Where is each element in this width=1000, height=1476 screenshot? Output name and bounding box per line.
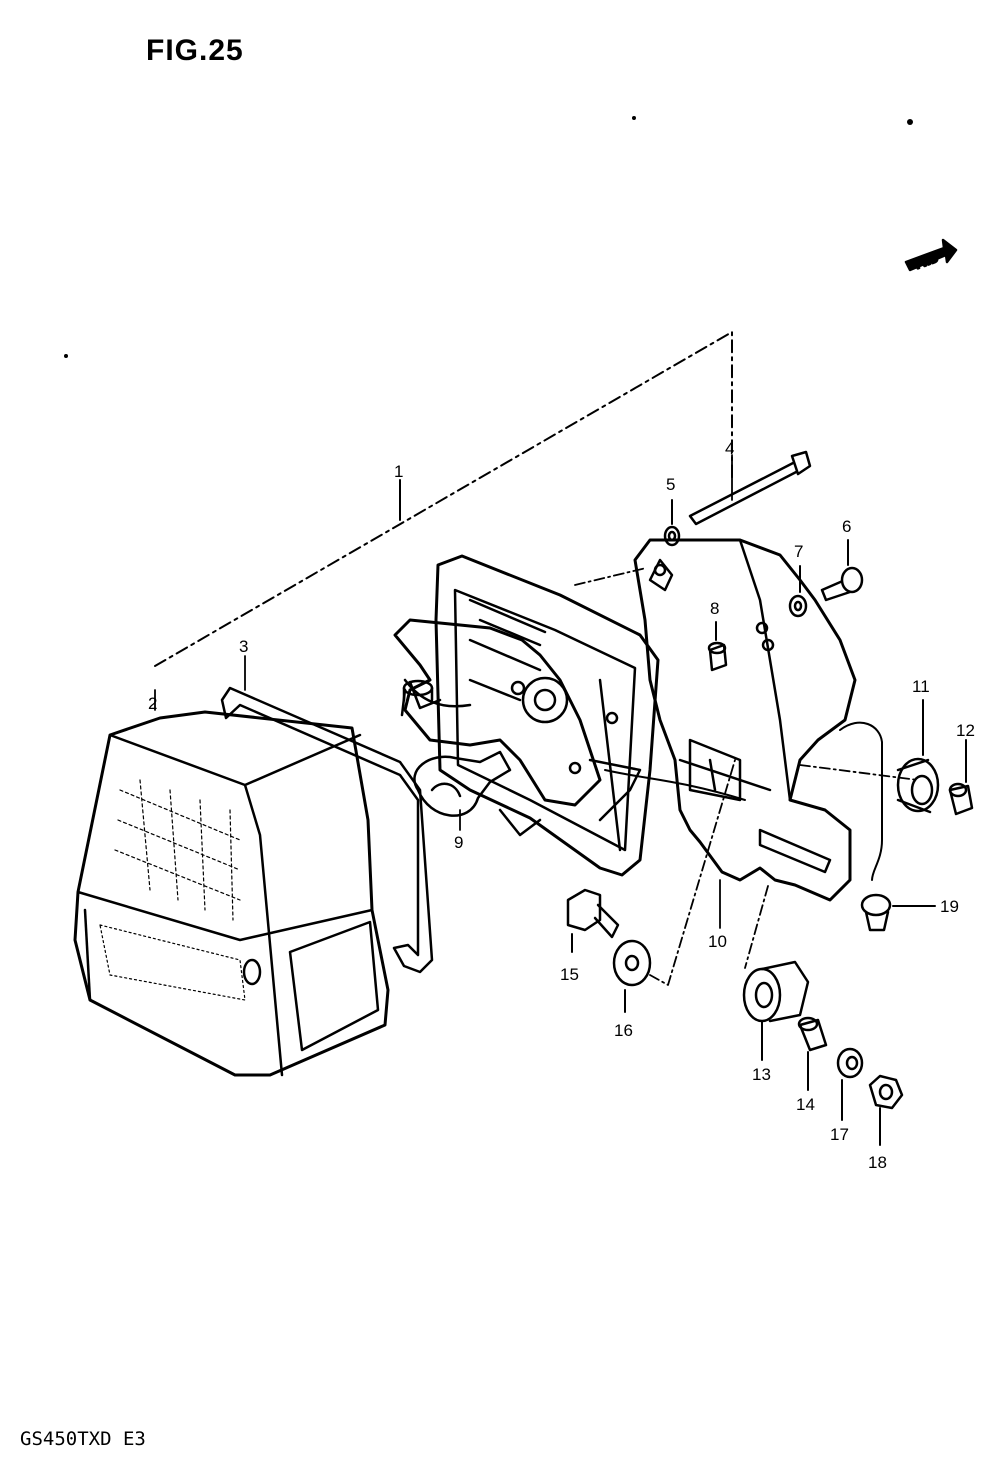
callout-5: 5 xyxy=(666,475,675,494)
washer-5 xyxy=(663,525,681,547)
long-bolt xyxy=(688,450,812,526)
assembly-guide-lines xyxy=(574,567,919,986)
callout-9: 9 xyxy=(454,833,463,852)
washer-16 xyxy=(612,939,652,987)
callout-12: 12 xyxy=(956,721,975,740)
tail-lamp-bulb xyxy=(413,750,512,817)
callout-7: 7 xyxy=(794,542,803,561)
lens-gasket xyxy=(220,686,434,974)
collar-12 xyxy=(948,782,974,816)
washer-17 xyxy=(836,1047,864,1079)
callout-3: 3 xyxy=(239,637,248,656)
bolt-15 xyxy=(566,888,620,939)
callout-6: 6 xyxy=(842,517,851,536)
nut-18 xyxy=(868,1074,904,1110)
clip-19 xyxy=(860,893,892,932)
cushion-13 xyxy=(742,960,810,1023)
callout-19: 19 xyxy=(940,897,959,916)
callout-11: 11 xyxy=(912,677,930,696)
model-label: GS450TXD E3 xyxy=(20,1428,146,1450)
washer-7 xyxy=(788,594,808,618)
callout-2: 2 xyxy=(148,694,157,713)
callout-8: 8 xyxy=(710,599,719,618)
callout-14: 14 xyxy=(796,1095,815,1114)
assembly-bracket-line xyxy=(154,331,733,667)
collar-14 xyxy=(797,1016,828,1052)
forward-arrow-icon: FWD xyxy=(904,238,958,273)
callout-1: 1 xyxy=(394,462,403,481)
callout-18: 18 xyxy=(868,1153,887,1172)
cushion-11 xyxy=(896,757,940,814)
bulb-socket-plate xyxy=(393,618,642,822)
lamp-bracket xyxy=(633,538,857,902)
screw-6 xyxy=(820,566,864,602)
callout-10: 10 xyxy=(708,932,727,951)
svg-text:FWD: FWD xyxy=(914,253,939,271)
callout-15: 15 xyxy=(560,965,579,984)
collar-8 xyxy=(707,641,728,672)
callout-16: 16 xyxy=(614,1021,633,1040)
wire-harness xyxy=(604,721,883,881)
callout-4: 4 xyxy=(725,439,734,458)
figure-title: FIG.25 xyxy=(146,34,244,67)
callout-labels: 1 2 3 4 5 6 7 8 9 10 11 12 13 14 15 16 1… xyxy=(148,439,975,1172)
tail-lamp-lens xyxy=(73,710,390,1077)
callout-13: 13 xyxy=(752,1065,771,1084)
callout-17: 17 xyxy=(830,1125,849,1144)
lamp-housing xyxy=(434,554,660,877)
